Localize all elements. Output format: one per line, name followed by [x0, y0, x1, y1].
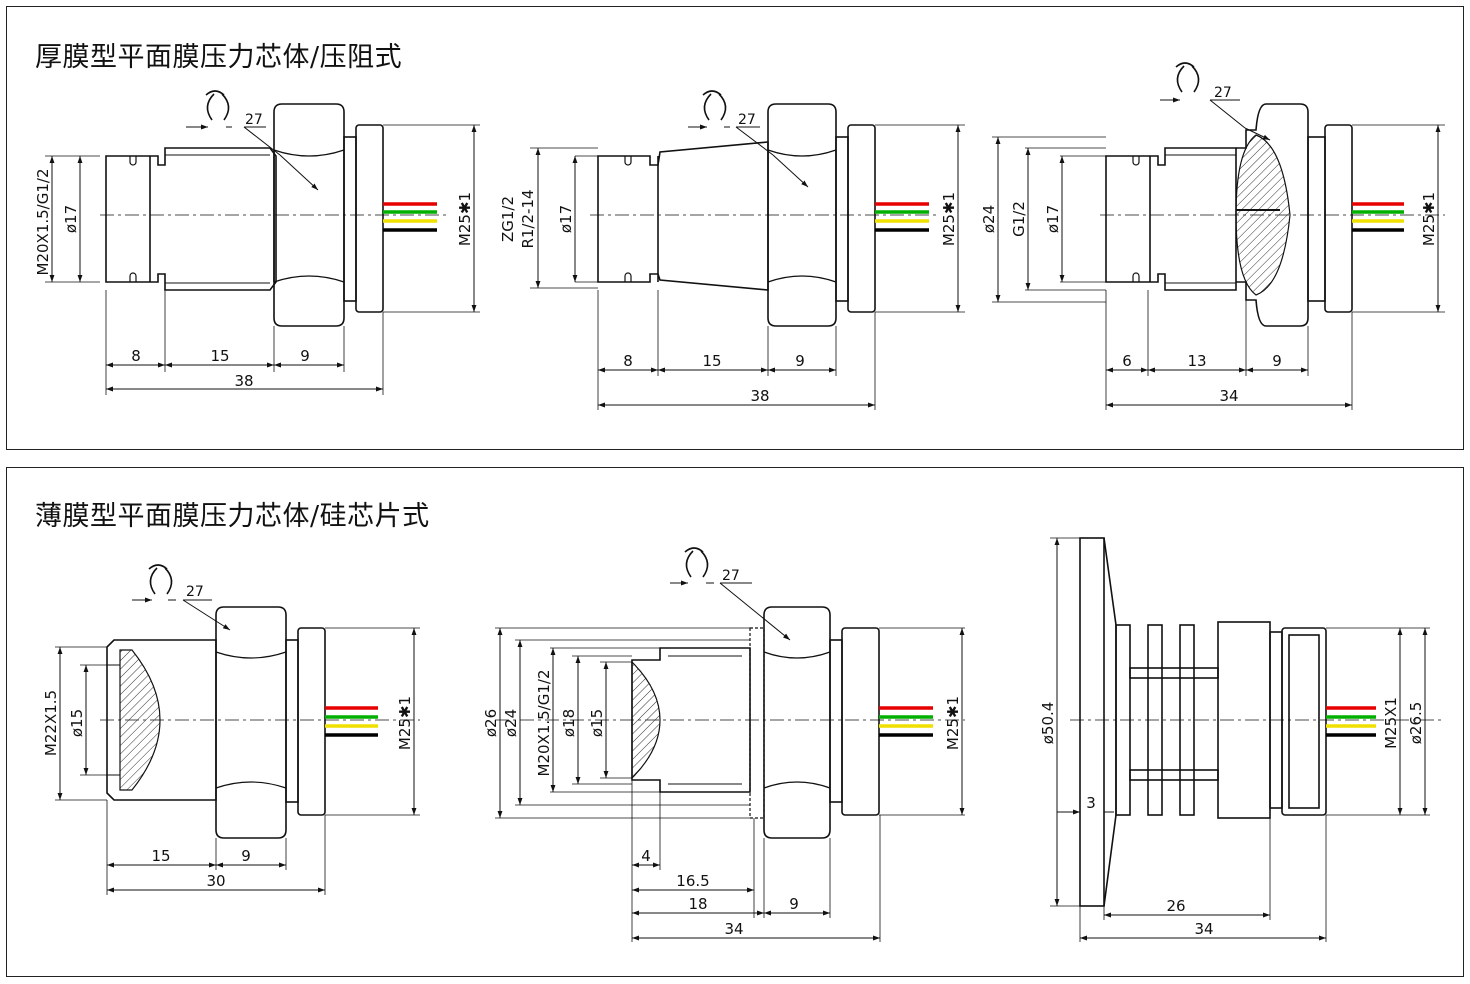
- d2-cable-label: M25✱1: [940, 192, 958, 246]
- d5-dim-9: 9: [789, 895, 799, 913]
- d1-wrench-label: 27: [245, 112, 263, 128]
- d2-thread1-label: ZG1/2: [499, 196, 517, 242]
- d1-dim-15: 15: [210, 347, 229, 365]
- d5-wrench-label: 27: [722, 568, 740, 584]
- d4-dim-9: 9: [241, 847, 251, 865]
- d5-dim-4: 4: [641, 847, 651, 865]
- d6-dim-34: 34: [1194, 920, 1213, 938]
- drawing-2-labels: ZG1/2 R1/2-14 ø17 27 M25✱1 8 15 9 38: [499, 112, 958, 405]
- d6-thread-label: M25X1: [1382, 697, 1400, 749]
- d1-dim-8: 8: [131, 347, 141, 365]
- d5-dim-34: 34: [724, 920, 743, 938]
- d2-wrench-label: 27: [738, 112, 756, 128]
- d1-dim-9: 9: [300, 347, 310, 365]
- d3-thread-label: G1/2: [1010, 201, 1028, 237]
- drawing-1-m20-thick: [45, 90, 480, 395]
- d1-dia-label: ø17: [62, 205, 80, 233]
- d4-wrench-label: 27: [186, 584, 204, 600]
- drawing-3-g12-thick: [992, 62, 1445, 410]
- d5-cable-label: M25✱1: [944, 696, 962, 750]
- d5-dia1-label: ø18: [560, 709, 578, 737]
- drawing-5-labels: ø26 ø24 M20X1.5/G1/2 ø18 ø15 27 M25✱1 4 …: [482, 568, 962, 938]
- thick-film-panel: 厚膜型平面膜压力芯体/压阻式: [6, 6, 1464, 450]
- d5-outer2-label: ø24: [502, 709, 520, 737]
- d6-flange-label: ø50.4: [1039, 702, 1057, 745]
- d4-dim-15: 15: [151, 847, 170, 865]
- d3-dia-label: ø17: [1044, 205, 1062, 233]
- d4-cable-label: M25✱1: [396, 696, 414, 750]
- drawing-4-m22-thin: [55, 564, 420, 895]
- d5-outer1-label: ø26: [482, 709, 500, 737]
- d2-thread2-label: R1/2-14: [519, 189, 537, 248]
- d1-cable-label: M25✱1: [456, 192, 474, 246]
- d1-dim-38: 38: [234, 372, 253, 390]
- d3-dim-9: 9: [1272, 352, 1282, 370]
- d3-outer-label: ø24: [980, 205, 998, 233]
- d6-dim-3: 3: [1086, 794, 1096, 812]
- d5-thread-label: M20X1.5/G1/2: [535, 670, 553, 777]
- d4-dia-label: ø15: [68, 709, 86, 737]
- d2-dim-38: 38: [750, 387, 769, 405]
- d4-dim-30: 30: [206, 872, 225, 890]
- d2-dim-9: 9: [795, 352, 805, 370]
- d5-dim-18: 18: [688, 895, 707, 913]
- drawing-5-m20-thin: [495, 547, 965, 942]
- d5-dia2-label: ø15: [588, 709, 606, 737]
- panel-title-thin-film: 薄膜型平面膜压力芯体/硅芯片式: [35, 501, 430, 532]
- d6-dim-26: 26: [1166, 897, 1185, 915]
- d3-dim-6: 6: [1122, 352, 1132, 370]
- d3-dim-13: 13: [1187, 352, 1206, 370]
- d4-thread-label: M22X1.5: [42, 690, 60, 756]
- d2-dim-15: 15: [702, 352, 721, 370]
- drawing-3-labels: ø24 G1/2 ø17 27 M25✱1 6 13 9 34: [980, 85, 1438, 405]
- panel-title-thick-film: 厚膜型平面膜压力芯体/压阻式: [35, 42, 403, 73]
- d2-dim-8: 8: [623, 352, 633, 370]
- drawing-1-labels: M20X1.5/G1/2 ø17 27 M25✱1 8 15 9 38: [34, 112, 474, 390]
- drawing-2-zg-thick: [530, 90, 965, 410]
- d3-wrench-label: 27: [1214, 85, 1232, 101]
- d3-dim-34: 34: [1219, 387, 1238, 405]
- d5-dim-16-5: 16.5: [676, 872, 709, 890]
- drawing-6-flange: [1050, 537, 1445, 942]
- d1-thread-label: M20X1.5/G1/2: [34, 169, 52, 276]
- d2-dia-label: ø17: [557, 205, 575, 233]
- drawing-6-labels: ø50.4 M25X1 ø26.5 3 26 34: [1039, 697, 1425, 938]
- d3-cable-label: M25✱1: [1420, 192, 1438, 246]
- d6-dia-label: ø26.5: [1407, 702, 1425, 745]
- drawing-4-labels: M22X1.5 ø15 27 M25✱1 15 9 30: [42, 584, 414, 890]
